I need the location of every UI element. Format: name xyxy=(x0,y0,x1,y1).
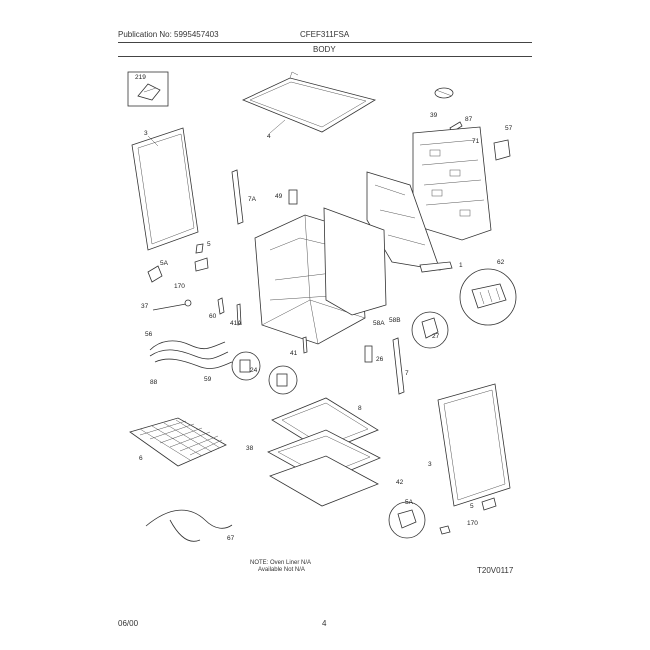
callout-3: 3 xyxy=(144,130,148,137)
callout-62: 62 xyxy=(497,259,505,266)
callout-170-lower: 170 xyxy=(467,520,478,527)
part-39-switch xyxy=(434,87,454,99)
part-3-side-panel-left xyxy=(131,127,199,251)
callout-5: 5 xyxy=(207,241,211,248)
part-170-bracket xyxy=(194,257,209,272)
callout-49: 49 xyxy=(275,193,283,200)
part-57-plate xyxy=(493,139,511,161)
callout-58a: 58A xyxy=(373,320,385,327)
part-4-top-panel xyxy=(241,71,377,133)
callout-27: 27 xyxy=(432,333,440,340)
callout-56: 56 xyxy=(145,331,153,338)
model-number: CFEF311FSA xyxy=(300,30,350,39)
callout-5-lower: 5 xyxy=(470,503,474,510)
part-60-insulator xyxy=(217,297,225,315)
callout-8: 8 xyxy=(358,405,362,412)
callout-42: 42 xyxy=(396,479,404,486)
callout-41a: 41A xyxy=(230,320,242,327)
part-5-170-lower xyxy=(439,497,497,535)
callout-6: 6 xyxy=(139,455,143,462)
callout-38: 38 xyxy=(246,445,254,452)
part-42-drawer-bottom xyxy=(269,455,379,507)
note-line-2: Available Not N/A xyxy=(258,567,305,573)
callout-7a: 7A xyxy=(248,196,257,203)
callout-60: 60 xyxy=(209,313,217,320)
diagram-code: T20V0117 xyxy=(477,566,514,575)
callout-4: 4 xyxy=(267,133,271,140)
part-219-inset xyxy=(127,71,169,107)
part-7a-bracket xyxy=(231,169,244,225)
callout-59: 59 xyxy=(204,376,212,383)
section-title: BODY xyxy=(313,45,336,54)
section-rule xyxy=(118,56,532,57)
part-62-terminal-block-inset xyxy=(459,268,517,326)
exploded-parts-diagram: 219 4 3 39 87 71 57 xyxy=(127,71,517,542)
part-49-vent xyxy=(288,189,298,205)
part-7-bracket xyxy=(392,337,405,395)
callout-170: 170 xyxy=(174,283,185,290)
callout-87: 87 xyxy=(465,116,473,123)
callout-39: 39 xyxy=(430,112,438,119)
part-37-terminal xyxy=(152,299,192,311)
callout-7: 7 xyxy=(405,370,409,377)
part-71-back-panel xyxy=(412,126,492,241)
callout-37: 37 xyxy=(141,303,149,310)
part-3-side-panel-right xyxy=(437,383,511,507)
callout-88: 88 xyxy=(150,379,158,386)
part-41a-sensor xyxy=(236,303,242,326)
part-6-oven-rack xyxy=(129,417,227,467)
part-67-wire-harness xyxy=(145,509,233,542)
part-56-bake-element xyxy=(149,340,233,369)
callout-5a-lower: 5A xyxy=(405,499,414,506)
callout-24: 24 xyxy=(250,367,258,374)
callout-219: 219 xyxy=(135,74,146,81)
part-5-screw xyxy=(195,243,204,254)
part-1-bracket xyxy=(419,261,453,273)
publication-number: Publication No: 5995457403 xyxy=(118,30,219,39)
part-24-inset xyxy=(231,351,298,395)
rear-frame xyxy=(366,171,441,271)
side-panel-right-inner xyxy=(323,207,387,316)
callout-67: 67 xyxy=(227,535,235,542)
header-rule xyxy=(118,42,532,43)
callout-26: 26 xyxy=(376,356,384,363)
callout-41: 41 xyxy=(290,350,298,357)
callout-57: 57 xyxy=(505,125,513,132)
callout-1: 1 xyxy=(459,262,463,269)
footer-date: 06/00 xyxy=(118,619,139,628)
callout-3-right: 3 xyxy=(428,461,432,468)
note-line-1: NOTE: Oven Liner N/A xyxy=(250,560,312,566)
part-5a-leveler xyxy=(147,265,163,283)
part-41-sensor xyxy=(302,336,308,354)
part-5a-inset-lower xyxy=(388,501,426,539)
part-27-inset xyxy=(411,311,449,349)
callout-58b: 58B xyxy=(389,317,401,324)
callout-5a: 5A xyxy=(160,260,169,267)
callout-71: 71 xyxy=(472,138,480,145)
page-number: 4 xyxy=(322,619,327,628)
part-26-clip xyxy=(364,345,373,363)
